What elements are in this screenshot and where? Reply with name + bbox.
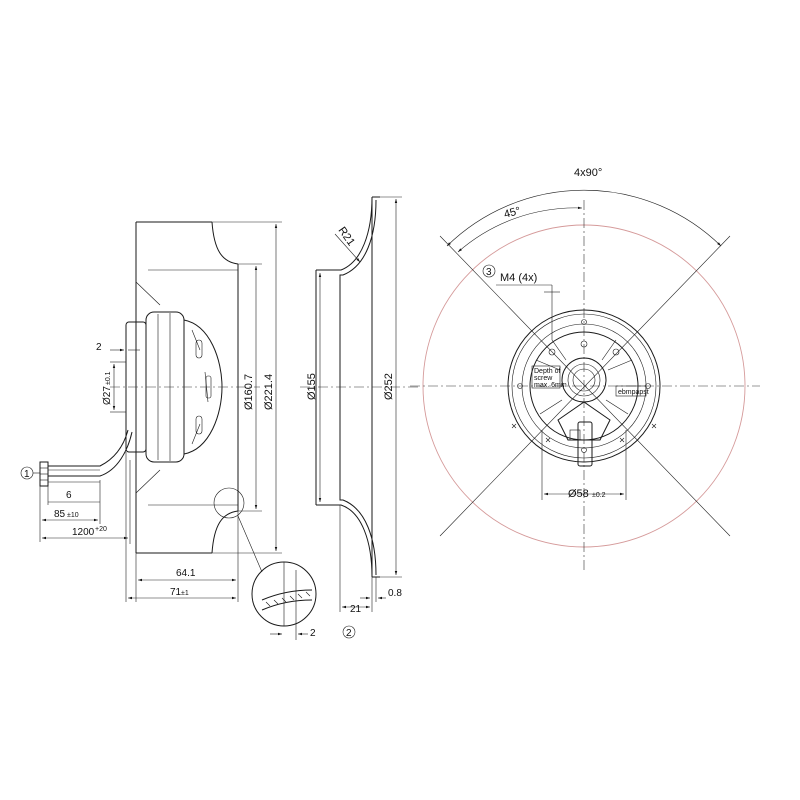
dim-d221-4: Ø221.4 bbox=[263, 374, 275, 410]
dim-width-21: 21 bbox=[350, 604, 362, 615]
dim-depth-64-1: 64.1 bbox=[176, 568, 196, 579]
dim-detail-2: 2 bbox=[310, 628, 316, 639]
dim-strip-6: 6 bbox=[66, 490, 72, 501]
section-view: R21 Ø155 Ø252 21 0.8 2 bbox=[300, 196, 420, 639]
screw-note-line2: screw bbox=[534, 375, 553, 382]
dim-cable-1200: 1200 bbox=[72, 527, 95, 538]
dim-depth-71: 71 bbox=[170, 587, 182, 598]
dim-d27-tol: ±0.1 bbox=[105, 371, 112, 385]
dim-depth-71-tol: ±1 bbox=[181, 590, 189, 597]
dim-cable-85: 85 bbox=[54, 509, 66, 520]
dim-angle-45: 45° bbox=[503, 205, 522, 221]
dim-r21: R21 bbox=[336, 225, 357, 248]
callout-1: 1 bbox=[24, 469, 30, 480]
screw-note-line1: Depth of bbox=[534, 368, 561, 375]
dim-cable-1200-tol: +20 bbox=[95, 526, 107, 533]
dim-angle-4x90: 4x90° bbox=[574, 167, 602, 179]
dim-d155: Ø155 bbox=[306, 373, 318, 400]
dim-d27: Ø27 bbox=[102, 386, 113, 405]
dim-d160-7: Ø160.7 bbox=[243, 374, 255, 410]
dim-d58-tol: ±0.2 bbox=[592, 492, 606, 499]
dim-cable-85-tol: ±10 bbox=[67, 512, 79, 519]
screw-note-line3: max. 6mm bbox=[534, 382, 567, 389]
callout-3-circle bbox=[482, 264, 496, 278]
side-view: 1 Ø160.7 Ø221.4 Ø27 ±0.1 2 6 85 ±10 bbox=[20, 221, 317, 640]
dim-d58: Ø58 bbox=[568, 488, 589, 500]
thread-label: M4 (4x) bbox=[500, 272, 537, 284]
dim-d252: Ø252 bbox=[383, 373, 395, 400]
callout-3: 3 bbox=[486, 267, 492, 278]
dim-hub-2: 2 bbox=[96, 342, 102, 353]
front-view: 4x90° 45° Depth of screw max. 6mm bbox=[410, 167, 760, 570]
logo-label: ebmpapst bbox=[618, 389, 649, 396]
callout-2-circle bbox=[342, 625, 356, 639]
callout-2: 2 bbox=[346, 628, 352, 639]
dim-thickness-0-8: 0.8 bbox=[388, 588, 402, 599]
